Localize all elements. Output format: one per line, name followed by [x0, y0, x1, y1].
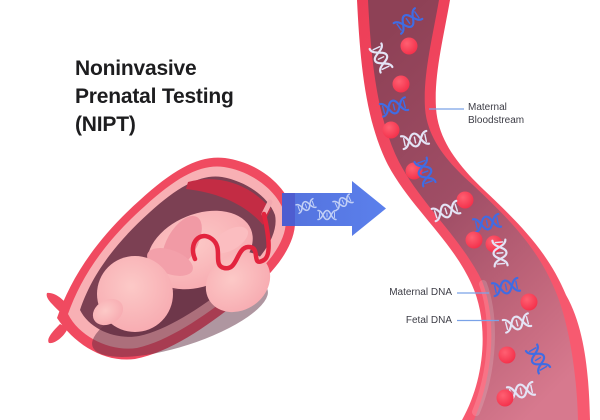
arrow-shape: [282, 181, 386, 236]
blood-vessel: [357, 0, 590, 420]
red-blood-cell-icon: [392, 75, 410, 93]
vessel-lumen: [368, 0, 578, 420]
vessel-inner-highlight: [472, 280, 495, 416]
red-blood-cell-icon: [400, 37, 418, 55]
transfer-arrow: [282, 181, 386, 236]
leader-lines: [429, 108, 499, 322]
maternal-dna-label: Maternal DNA: [389, 287, 452, 298]
cervix-lower-lip: [48, 324, 68, 344]
page-title: Noninvasive Prenatal Testing (NIPT): [75, 55, 305, 139]
red-blood-cell-icon: [520, 293, 538, 311]
fetus-face: [92, 298, 124, 326]
fetus-arm: [211, 226, 249, 254]
title-line-1: Noninvasive: [75, 57, 197, 80]
womb-illustration: [46, 157, 296, 360]
arrow-overlap-shade: [282, 193, 295, 226]
red-blood-cell-icon: [382, 121, 400, 139]
umbilical-cord: [190, 211, 271, 271]
red-blood-cell-icon: [496, 389, 514, 407]
red-blood-cell-icon: [498, 346, 516, 364]
fetal-dna-label: Fetal DNA: [405, 315, 452, 326]
title-line-2: Prenatal Testing: [75, 85, 234, 108]
title-line-3: (NIPT): [75, 113, 136, 136]
red-blood-cell-icon: [456, 191, 474, 209]
red-blood-cell-icon: [465, 231, 483, 249]
vessel-contents: [368, 7, 552, 407]
maternal-bloodstream-label: Maternal Bloodstream: [468, 102, 525, 126]
placenta: [186, 179, 271, 225]
